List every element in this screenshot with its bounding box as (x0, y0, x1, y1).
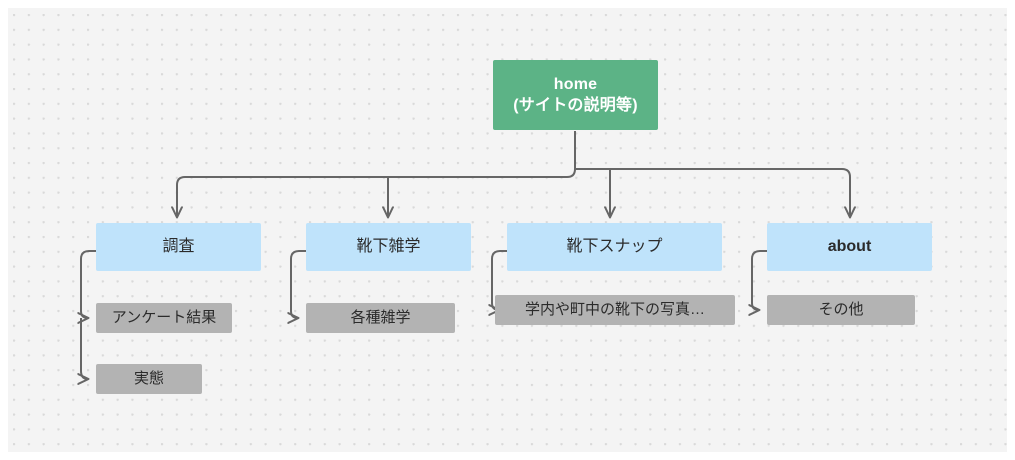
node-home[interactable]: home (サイトの説明等) (493, 60, 658, 130)
node-leaf-jittai[interactable]: 実態 (96, 364, 202, 394)
node-leaf-kakushu-zatsugaku[interactable]: 各種雑学 (306, 303, 455, 333)
node-leaf-enquete[interactable]: アンケート結果 (96, 303, 232, 333)
node-section-kutsushita-snap[interactable]: 靴下スナップ (507, 223, 722, 271)
node-section-kutsushita-zatsugaku[interactable]: 靴下雑学 (306, 223, 471, 271)
node-leaf-sonota[interactable]: その他 (767, 295, 915, 325)
node-leaf-photos[interactable]: 学内や町中の靴下の写真… (495, 295, 735, 325)
node-section-chousa[interactable]: 調査 (96, 223, 261, 271)
node-section-about[interactable]: about (767, 223, 932, 271)
